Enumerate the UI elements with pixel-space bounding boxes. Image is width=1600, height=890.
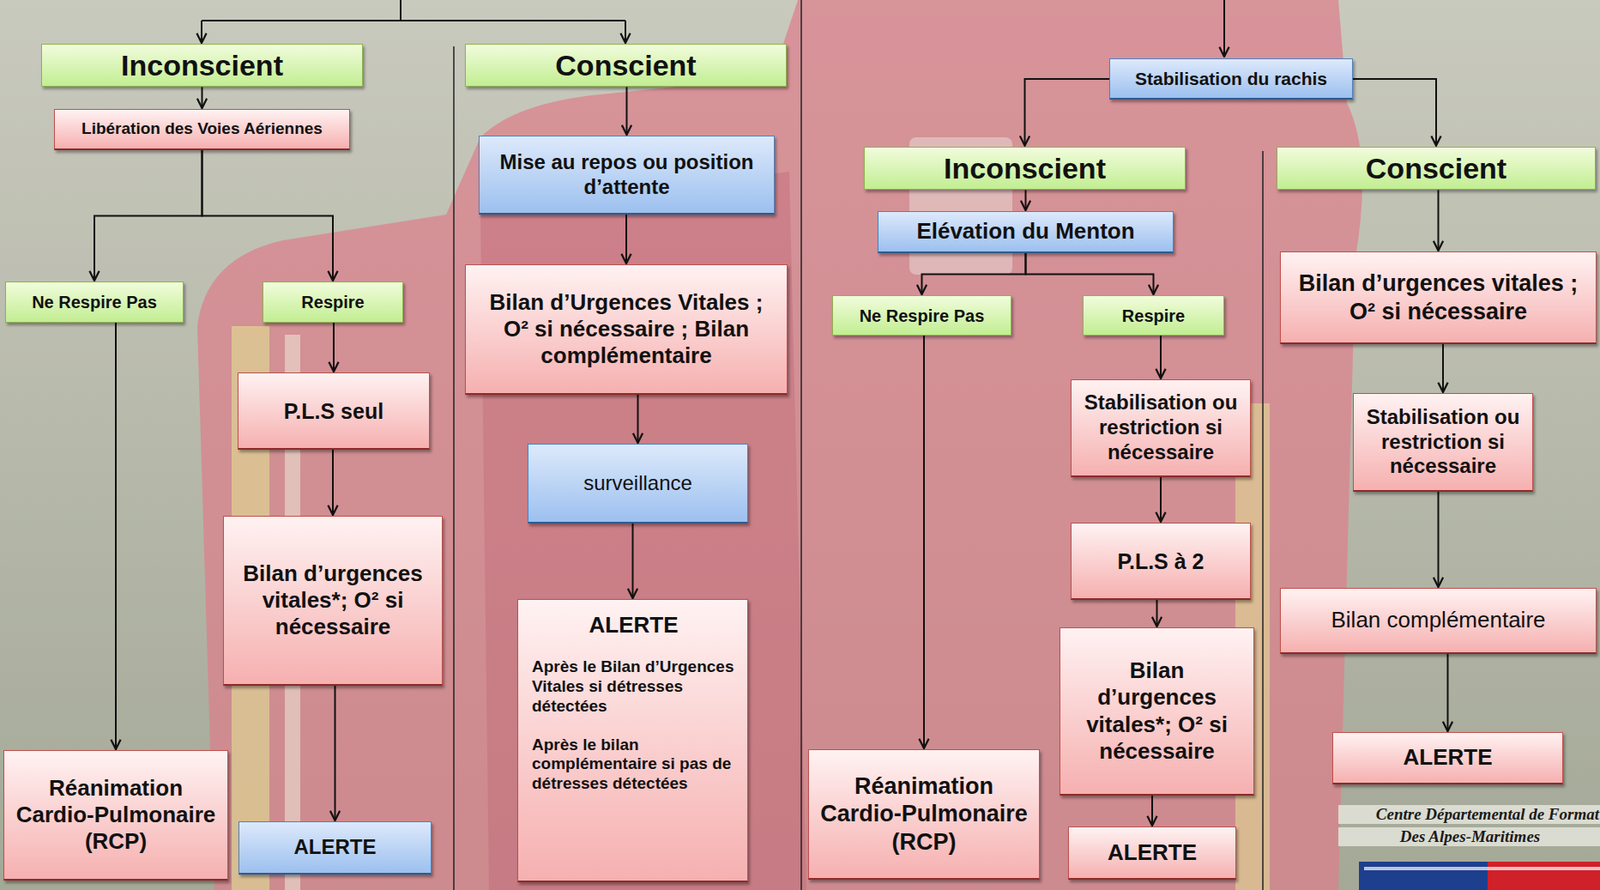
action-box: Réanimation Cardio-Pulmonaire (RCP) (808, 748, 1040, 880)
node-text: Ne Respire Pas (31, 291, 157, 313)
logo-block (1487, 861, 1600, 890)
node-text: Réanimation Cardio-Pulmonaire (RCP) (817, 772, 1031, 856)
condition-box: Ne Respire Pas (832, 295, 1012, 336)
node-text: Conscient (555, 48, 696, 84)
connector-arrow (922, 253, 1027, 295)
logo-stripe (1364, 866, 1600, 870)
connector-arrow (332, 449, 334, 515)
node-text: Bilan complémentaire (1330, 606, 1546, 634)
note-text: Après le bilan complémentaire si pas de … (531, 735, 736, 794)
note-text: Après le Bilan d’Urgences Vitales si dét… (531, 657, 736, 716)
node-text: Mise au repos ou position d’attente (488, 150, 766, 200)
process-box: surveillance (527, 443, 749, 524)
process-box: Mise au repos ou position d’attente (478, 135, 775, 215)
connector-arrow (1437, 189, 1440, 251)
connector-arrow (1159, 476, 1162, 522)
connector-arrow (1156, 599, 1159, 627)
connector-arrow (637, 394, 640, 443)
process-box: Elévation du Menton (877, 211, 1174, 254)
action-box: Stabilisation ou restriction si nécessai… (1070, 379, 1251, 477)
node-text: Conscient (1365, 150, 1507, 187)
state-header: Conscient (1276, 146, 1596, 191)
state-header: Inconscient (41, 43, 363, 88)
node-text: Elévation du Menton (916, 217, 1135, 245)
connector-arrow (1026, 253, 1154, 295)
connector-arrow (334, 685, 337, 821)
node-text: Inconscient (943, 150, 1106, 187)
node-text: ALERTE (1403, 743, 1493, 771)
node-text: Libération des Voies Aériennes (81, 119, 323, 139)
alert-box: ALERTE (238, 821, 432, 875)
footer-label: Centre Départemental de Format (1338, 804, 1600, 824)
footer-label: Des Alpes-Maritimes (1338, 827, 1600, 846)
node-text: Inconscient (120, 48, 284, 84)
action-box: Libération des Voies Aériennes (54, 108, 351, 151)
node-text: P.L.S seul (283, 398, 384, 424)
connector-arrow (1025, 189, 1027, 211)
alert-box: ALERTE (1068, 826, 1237, 880)
connector-arrow (1442, 344, 1444, 393)
node-text: Réanimation Cardio-Pulmonaire (RCP) (12, 774, 219, 856)
incoming-branch (200, 20, 203, 43)
node-text: Stabilisation ou restriction si nécessai… (1362, 404, 1524, 479)
action-box: Bilan d’urgences vitales ; O² si nécessa… (1280, 251, 1597, 345)
node-text: ALERTE (294, 834, 377, 860)
condition-box: Respire (262, 281, 404, 323)
connector-arrow (1151, 795, 1154, 826)
process-box: Stabilisation du rachis (1109, 58, 1353, 100)
node-text: P.L.S à 2 (1117, 548, 1205, 574)
action-box: Bilan d’Urgences Vitales ; O² si nécessa… (464, 264, 788, 395)
connector-arrow (202, 150, 334, 281)
connector-arrow (1025, 78, 1111, 146)
logo-block (1358, 861, 1488, 890)
connector-arrow (94, 150, 203, 281)
incoming-branch (201, 0, 626, 21)
connector-arrow (332, 322, 335, 372)
action-box: Stabilisation ou restriction si nécessai… (1352, 392, 1534, 492)
action-box: P.L.S seul (237, 372, 430, 450)
connector-arrow (1447, 653, 1450, 731)
connector-arrow (626, 86, 628, 135)
connector-arrow (1437, 491, 1440, 587)
incoming-branch (1223, 0, 1226, 57)
node-text: Respire (301, 291, 364, 313)
alert-box: ALERTE (1332, 731, 1564, 785)
connector-arrow (632, 523, 634, 598)
node-text: Stabilisation ou restriction si nécessai… (1080, 390, 1242, 465)
node-text: Bilan d’Urgences Vitales ; O² si nécessa… (474, 289, 779, 370)
node-text: Ne Respire Pas (859, 305, 985, 327)
connector-arrow (201, 86, 204, 109)
connector-arrow (1159, 335, 1162, 379)
node-text: Respire (1122, 305, 1185, 327)
node-text: Bilan d’urgences vitales*; O² si nécessa… (232, 560, 434, 641)
state-header: Inconscient (863, 146, 1186, 191)
action-box: Bilan d’urgences vitales*; O² si nécessa… (1059, 627, 1255, 796)
condition-box: Respire (1082, 295, 1225, 336)
state-header: Conscient (464, 43, 787, 88)
condition-box: Ne Respire Pas (5, 281, 184, 323)
node-text: Bilan d’urgences vitales ; O² si nécessa… (1289, 269, 1588, 326)
action-box: Bilan d’urgences vitales*; O² si nécessa… (223, 515, 443, 686)
connector-arrow (1352, 78, 1437, 146)
connector-arrow (114, 322, 117, 749)
action-box: Réanimation Cardio-Pulmonaire (RCP) (3, 749, 229, 881)
column-divider (800, 0, 803, 890)
incoming-branch (624, 20, 627, 43)
column-divider (1261, 150, 1264, 890)
action-box: P.L.S à 2 (1070, 522, 1251, 600)
column-divider (452, 46, 455, 890)
node-text: ALERTE (1107, 839, 1197, 866)
connector-arrow (625, 214, 628, 264)
node-text: Bilan d’urgences vitales*; O² si nécessa… (1068, 657, 1245, 765)
action-box: Bilan complémentaire (1280, 587, 1597, 654)
connector-arrow (923, 335, 925, 749)
node-text: ALERTE (589, 611, 679, 639)
alert-note-box: ALERTE Après le Bilan d’Urgences Vitales … (517, 598, 749, 882)
node-text: surveillance (583, 470, 693, 496)
node-text: Stabilisation du rachis (1135, 67, 1328, 90)
